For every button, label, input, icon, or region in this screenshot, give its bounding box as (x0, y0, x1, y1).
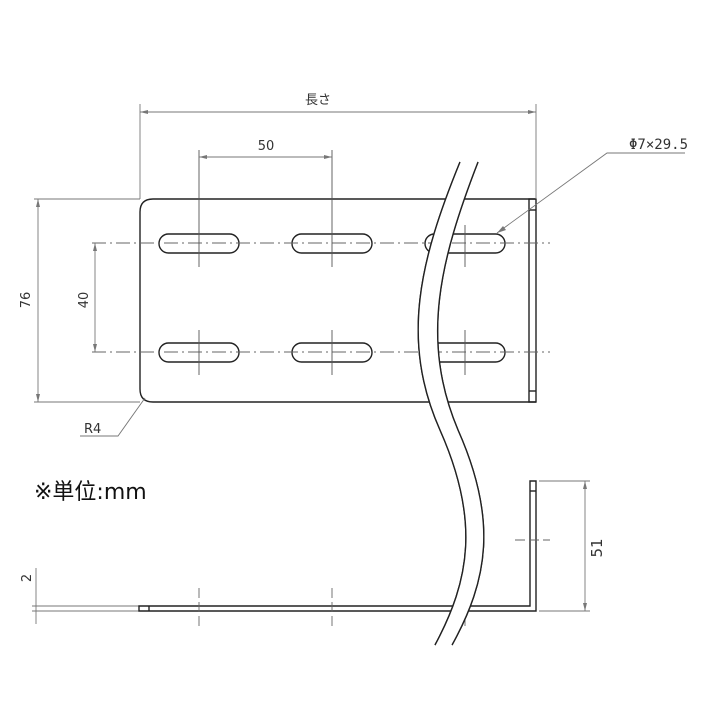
slot-pitch-label: 50 (258, 139, 275, 154)
height-label: 76 (19, 292, 34, 309)
corner-radius-label: R4 (84, 422, 101, 437)
length-label: 長さ (305, 93, 331, 108)
plate-top-view (139, 198, 537, 403)
unit-note: ※単位:mm (34, 480, 147, 505)
break-gap-fill (418, 162, 484, 645)
thickness-label: 2 (20, 574, 35, 582)
centerlines (92, 242, 550, 353)
side-view-centermarks (198, 539, 550, 630)
break-line-edges (417, 161, 485, 646)
flange-height-label: 51 (588, 538, 606, 557)
slot-spec-label: Φ7×29.5 (629, 137, 688, 153)
side-view-profile (138, 480, 537, 612)
row-spacing-label: 40 (77, 292, 92, 309)
slot-center-marks (198, 150, 466, 375)
dimension-lines (32, 104, 685, 624)
arrowheads (36, 110, 587, 611)
